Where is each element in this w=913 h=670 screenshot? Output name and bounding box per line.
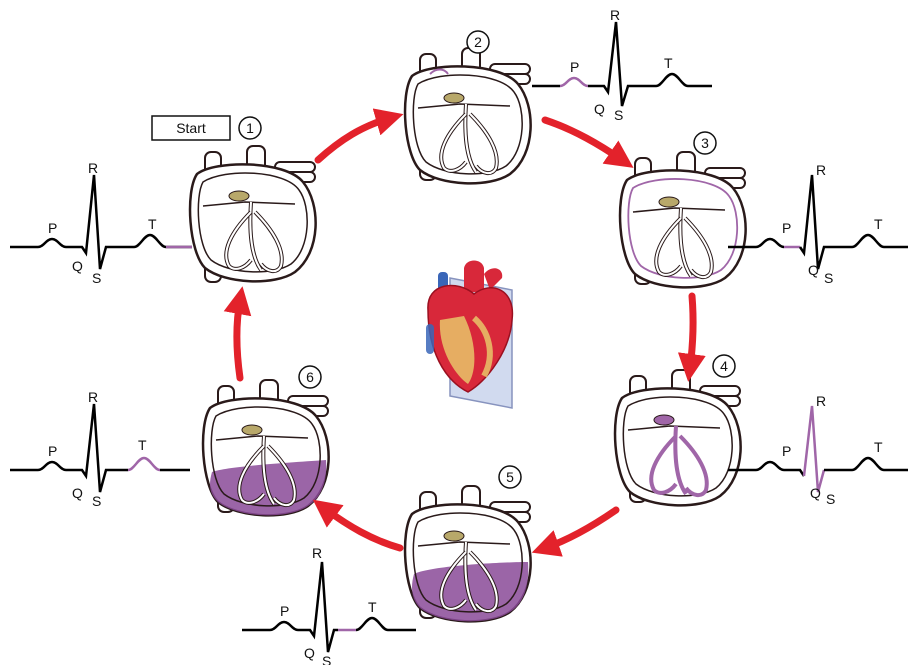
ecg-label-r: R — [816, 393, 826, 409]
ecg-label-s: S — [322, 653, 331, 665]
heart-stage-2 — [405, 48, 531, 183]
svg-text:4: 4 — [720, 358, 728, 374]
arrow-6-to-1 — [237, 300, 240, 378]
ecg-label-t: T — [138, 437, 147, 453]
ecg-trace-stage-4: P R Q S T — [728, 393, 908, 507]
ecg-trace-stage-1: P R Q S T — [10, 160, 192, 286]
ecg-label-t: T — [874, 439, 883, 455]
ecg-trace-stage-3: P R Q S T — [728, 162, 908, 286]
ecg-label-t: T — [664, 55, 673, 71]
ecg-label-p: P — [782, 220, 791, 236]
ecg-label-q: Q — [810, 485, 821, 501]
heart-stage-4 — [615, 370, 741, 505]
stage-number-5: 5 — [499, 466, 521, 488]
ecg-label-r: R — [610, 7, 620, 23]
ecg-label-p: P — [570, 59, 579, 75]
ecg-label-p: P — [48, 220, 57, 236]
stage-number-3: 3 — [694, 132, 716, 154]
ecg-label-t: T — [148, 216, 157, 232]
stage-number-1: 1 — [239, 117, 261, 139]
ecg-label-p: P — [48, 443, 57, 459]
ecg-label-t: T — [368, 599, 377, 615]
heart-stage-6 — [203, 380, 329, 515]
svg-text:2: 2 — [474, 34, 482, 50]
heart-stage-1 — [190, 146, 316, 282]
ecg-label-r: R — [88, 389, 98, 405]
heart-stage-3 — [620, 152, 746, 287]
ecg-label-q: Q — [72, 258, 83, 274]
stage-number-4: 4 — [713, 355, 735, 377]
ecg-label-q: Q — [72, 485, 83, 501]
stage-number-6: 6 — [299, 366, 321, 388]
ecg-label-s: S — [614, 107, 623, 123]
ecg-trace-stage-6: P R Q S T — [10, 389, 190, 509]
ecg-label-r: R — [88, 160, 98, 176]
heart-stage-5 — [405, 486, 531, 621]
ecg-label-s: S — [826, 491, 835, 507]
arrow-1-to-2 — [318, 118, 390, 160]
ecg-label-r: R — [312, 545, 322, 561]
svg-text:3: 3 — [701, 135, 709, 151]
svg-text:1: 1 — [246, 120, 254, 136]
arrow-4-to-5 — [545, 510, 616, 548]
ecg-label-r: R — [816, 162, 826, 178]
anatomical-heart-icon — [426, 261, 512, 409]
ecg-label-q: Q — [594, 101, 605, 117]
svg-text:5: 5 — [506, 469, 514, 485]
ecg-label-t: T — [874, 216, 883, 232]
stage-number-2: 2 — [467, 31, 489, 53]
ecg-label-s: S — [92, 493, 101, 509]
ecg-label-s: S — [92, 270, 101, 286]
ecg-trace-stage-5: P R Q S T — [242, 545, 416, 665]
ecg-label-p: P — [782, 443, 791, 459]
arrow-5-to-6 — [324, 508, 400, 548]
svg-text:6: 6 — [306, 369, 314, 385]
arrow-2-to-3 — [545, 120, 622, 160]
ecg-label-q: Q — [808, 262, 819, 278]
start-box: Start — [152, 116, 230, 140]
ecg-trace-stage-2: P R Q S T — [532, 7, 712, 123]
ecg-label-p: P — [280, 603, 289, 619]
arrow-3-to-4 — [690, 296, 693, 368]
ecg-label-s: S — [824, 270, 833, 286]
start-label: Start — [176, 120, 206, 136]
ecg-label-q: Q — [304, 645, 315, 661]
